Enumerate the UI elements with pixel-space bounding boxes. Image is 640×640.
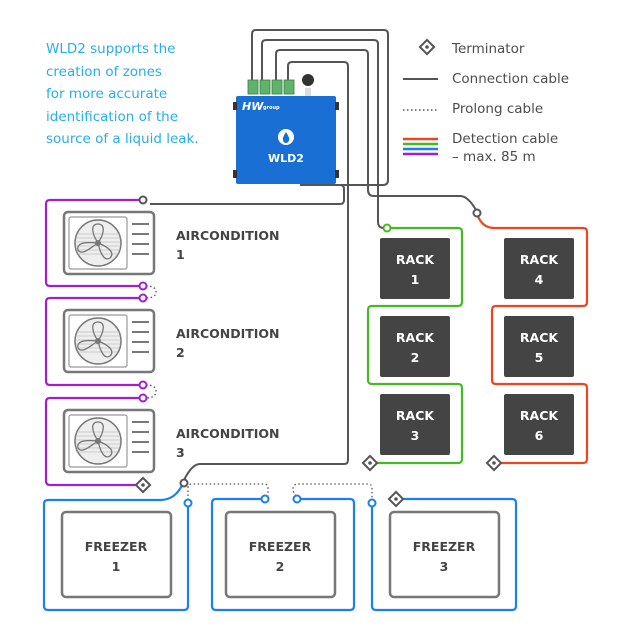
rack-number: 3 bbox=[411, 428, 420, 443]
aircondition-unit-3: AIRCONDITION 3 bbox=[62, 408, 280, 474]
green-connector bbox=[382, 223, 392, 233]
intro-text: WLD2 supports the creation of zones for … bbox=[46, 38, 246, 151]
rack-3: RACK 3 bbox=[380, 394, 450, 455]
aircondition-unit-1: AIRCONDITION 1 bbox=[62, 210, 280, 276]
intro-line: identification of the bbox=[46, 108, 179, 125]
connection-cables bbox=[150, 29, 477, 481]
terminal-block bbox=[247, 79, 259, 95]
intro-line: source of a liquid leak. bbox=[46, 131, 199, 147]
rack-label: RACK bbox=[520, 330, 559, 345]
wld2-device: HW group WLD2 bbox=[233, 74, 339, 184]
intro-line: WLD2 supports the bbox=[46, 41, 176, 57]
device-name: WLD2 bbox=[268, 152, 304, 165]
aircondition-label: AIRCONDITION bbox=[176, 228, 280, 243]
terminal-block bbox=[259, 79, 271, 95]
aircondition-icon bbox=[62, 210, 156, 276]
connection-cable-rack-green bbox=[261, 39, 385, 229]
detection-cable-blue bbox=[42, 482, 518, 612]
aircondition-number: 3 bbox=[176, 445, 185, 460]
freezer-label: FREEZER bbox=[85, 539, 148, 554]
terminal-block bbox=[283, 79, 295, 95]
rack-number: 2 bbox=[411, 350, 420, 365]
sensor-probe-icon bbox=[302, 74, 314, 86]
legend-detection-length: – max. 85 m bbox=[452, 149, 536, 165]
legend-detection-label: Detection cable bbox=[452, 131, 559, 147]
rack-label: RACK bbox=[520, 408, 559, 423]
freezer-number: 1 bbox=[112, 559, 121, 574]
connection-cable-freezer bbox=[183, 61, 349, 481]
rack-label: RACK bbox=[520, 252, 559, 267]
rack-number: 6 bbox=[535, 428, 544, 443]
legend-terminator-label: Terminator bbox=[452, 41, 525, 57]
intro-line: for more accurate bbox=[46, 86, 168, 102]
aircondition-icon bbox=[62, 408, 156, 474]
rack-label: RACK bbox=[396, 330, 435, 345]
terminator-icon bbox=[387, 490, 405, 508]
rack-4: RACK 4 bbox=[504, 238, 574, 299]
freezer-number: 3 bbox=[440, 559, 449, 574]
aircondition-unit-2: AIRCONDITION 2 bbox=[62, 308, 280, 374]
freezer-number: 2 bbox=[276, 559, 285, 574]
rack-6: RACK 6 bbox=[504, 394, 574, 455]
terminator-icon bbox=[134, 476, 152, 494]
aircondition-label: AIRCONDITION bbox=[176, 326, 280, 341]
connection-cable-aircon bbox=[251, 29, 389, 187]
device-brand: HW bbox=[242, 100, 264, 113]
blue-connectors bbox=[179, 478, 377, 508]
freezer-label: FREEZER bbox=[249, 539, 312, 554]
rack-number: 1 bbox=[411, 272, 420, 287]
detection-cable-purple bbox=[44, 198, 143, 487]
rack-label: RACK bbox=[396, 252, 435, 267]
device-brand-sub: group bbox=[263, 105, 280, 111]
aircondition-number: 2 bbox=[176, 345, 185, 360]
aircondition-icon bbox=[62, 308, 156, 374]
legend-terminator-icon bbox=[418, 38, 436, 56]
terminator-icon bbox=[485, 454, 503, 472]
legend-connection-label: Connection cable bbox=[452, 71, 569, 87]
terminator-icon bbox=[270, 464, 281, 475]
intro-line: creation of zones bbox=[46, 63, 162, 80]
aircondition-number: 1 bbox=[176, 247, 185, 262]
freezer-3: FREEZER 3 bbox=[388, 510, 501, 599]
rack-label: RACK bbox=[396, 408, 435, 423]
aircondition-label: AIRCONDITION bbox=[176, 426, 280, 441]
sensor-stem bbox=[305, 88, 311, 96]
legend-prolong-label: Prolong cable bbox=[452, 101, 544, 117]
rack-number: 4 bbox=[535, 272, 544, 287]
rack-number: 5 bbox=[535, 350, 544, 365]
rack-5: RACK 5 bbox=[504, 316, 574, 377]
rack-1: RACK 1 bbox=[380, 238, 450, 299]
rack-2: RACK 2 bbox=[380, 316, 450, 377]
connection-cable-rack-red bbox=[275, 49, 477, 211]
purple-connectors bbox=[138, 195, 148, 403]
terminator-icon bbox=[361, 454, 379, 472]
freezer-1: FREEZER 1 bbox=[60, 510, 173, 599]
freezer-label: FREEZER bbox=[413, 539, 476, 554]
prolong-cable-aircon bbox=[145, 285, 157, 399]
prolong-cable-freezer bbox=[187, 483, 373, 500]
legend-detection-lines bbox=[403, 137, 438, 156]
detection-cable-green bbox=[366, 226, 464, 465]
red-connector bbox=[472, 208, 482, 218]
terminal-block bbox=[271, 79, 283, 95]
freezer-2: FREEZER 2 bbox=[224, 510, 337, 599]
detection-cable-red bbox=[475, 213, 589, 465]
